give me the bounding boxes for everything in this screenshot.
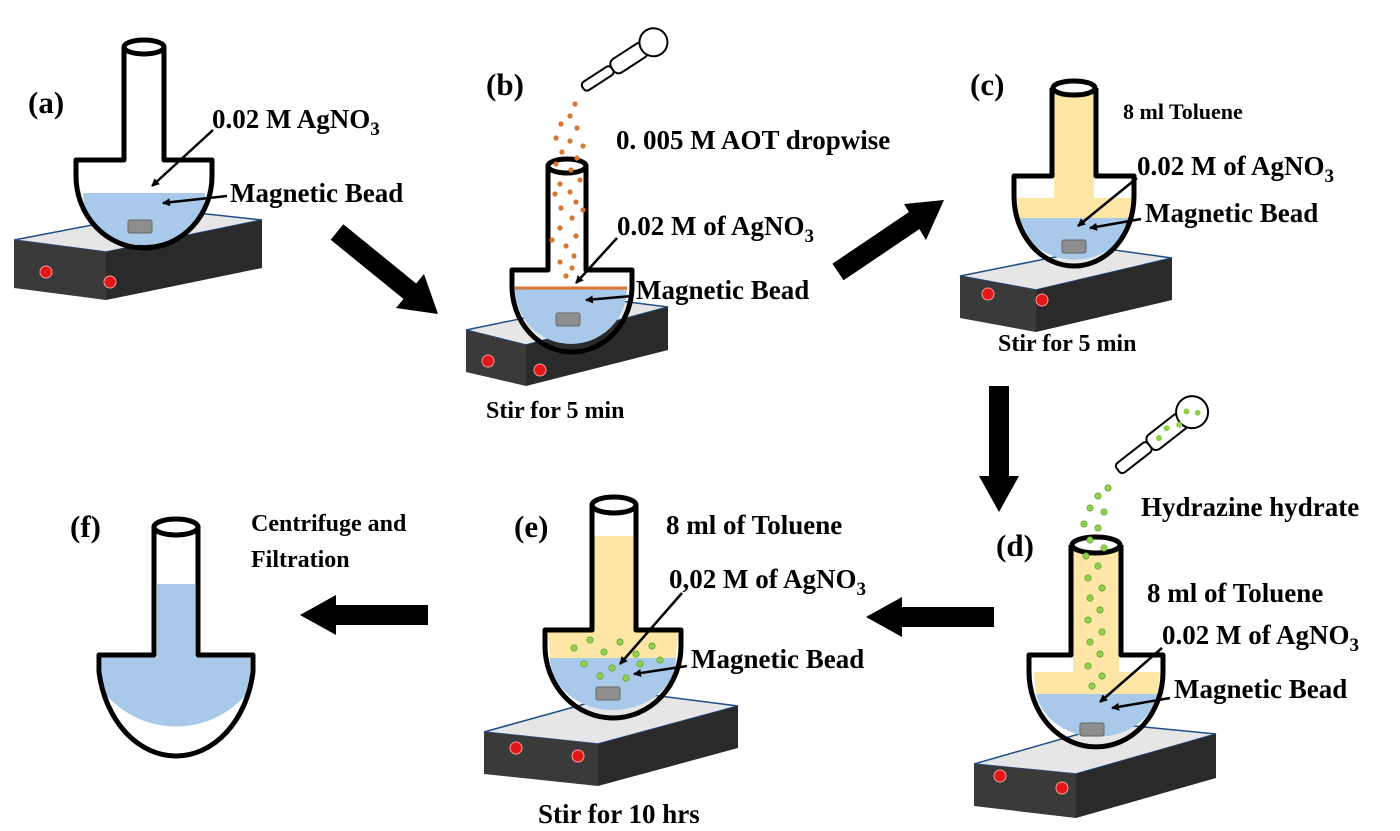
magnetic-bead [595,686,621,701]
step-b-bead-label: Magnetic Bead [636,275,809,305]
step-e-solution-label: 0,02 M of AgNO3 [669,564,866,600]
step-e-bead-label: Magnetic Bead [691,644,864,674]
indicator-light [1055,781,1069,795]
step-f-process-line1: Centrifuge and [251,511,407,537]
step-b-stir-label: Stir for 5 min [486,398,624,424]
hydrazine-drops [1080,484,1112,690]
magnetic-bead [1061,239,1087,254]
magnetic-bead [1079,722,1105,737]
hotplate-d [973,723,1217,818]
flask-a [73,37,215,251]
step-c-tag: (c) [970,67,1004,102]
step-c-stir-label: Stir for 5 min [998,331,1136,357]
step-b: (b) 0. 005 M AOT dropwise 0.02 M of AgNO… [465,27,890,424]
indicator-light [481,354,495,368]
step-c-bead-label: Magnetic Bead [1145,198,1318,228]
indicator-light [993,769,1007,783]
step-e-stir-label: Stir for 10 hrs [538,799,700,829]
step-c: (c) 8 ml Toluene 0.02 M of AgNO3 Magneti… [959,67,1334,357]
step-d-toluene-label: 8 ml of Toluene [1147,578,1323,608]
indicator-light [509,741,523,755]
aot-drops [549,101,586,279]
indicator-light [1035,293,1049,307]
step-b-dropwise-label: 0. 005 M AOT dropwise [616,125,890,155]
arrow-e-to-f [300,595,428,635]
hydrazine-particles [570,636,664,682]
indicator-light [533,363,547,377]
step-e-tag: (e) [514,509,548,544]
arrow-b-to-c [832,200,944,281]
step-f: (f) Centrifuge and Filtration [70,509,407,759]
step-b-tag: (b) [486,67,524,102]
step-f-tag: (f) [70,509,101,544]
step-e: (e) 8 ml of Toluene 0,02 M of AgNO3 Magn… [483,494,866,829]
step-a: (a) 0.02 M AgNO3 Magnetic Bead [13,37,403,300]
step-c-solution-label: 0.02 M of AgNO3 [1137,151,1334,187]
step-b-solution-label: 0.02 M of AgNO3 [617,211,814,247]
step-d-solution-label: 0.02 M of AgNO3 [1162,620,1359,656]
flask-c [1011,78,1137,269]
step-e-toluene-label: 8 ml of Toluene [666,510,842,540]
flask-e [542,494,684,721]
magnetic-bead [127,219,153,234]
hotplate-c [959,247,1173,332]
step-a-solution-label: 0.02 M AgNO3 [212,104,380,140]
step-a-bead-label: Magnetic Bead [230,178,403,208]
indicator-light [39,265,53,279]
flask-b [509,156,635,355]
arrow-c-to-d [979,386,1019,512]
magnetic-bead [555,312,581,327]
arrow-d-to-e [866,597,994,637]
step-d-hydrazine-label: Hydrazine hydrate [1141,492,1359,522]
step-d-tag: (d) [996,528,1034,563]
arrow-a-to-b [330,224,438,314]
flask-f [96,516,256,759]
step-a-tag: (a) [28,85,64,120]
indicator-light [103,275,117,289]
step-f-process-line2: Filtration [251,547,350,573]
step-d-bead-label: Magnetic Bead [1174,674,1347,704]
indicator-light [981,287,995,301]
step-d: (d) Hydrazine hydrate 8 ml of Toluene 0.… [973,395,1359,818]
dropper-d [1114,395,1210,475]
step-c-toluene-label: 8 ml Toluene [1123,99,1243,124]
dropper-b [580,27,669,92]
indicator-light [571,749,585,763]
